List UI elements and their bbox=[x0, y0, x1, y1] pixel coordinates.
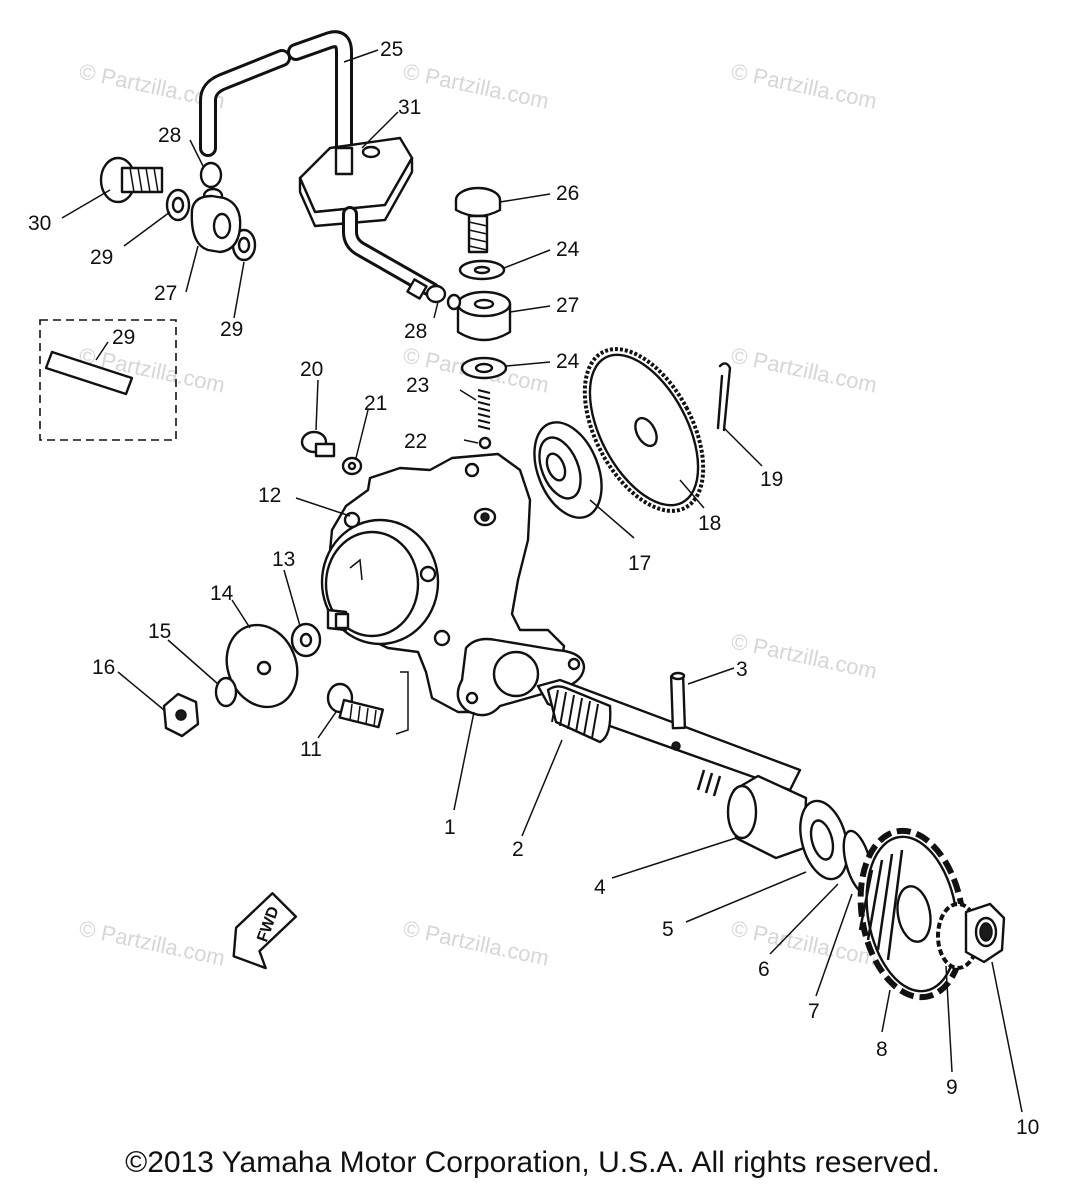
part-screw-20 bbox=[300, 430, 363, 476]
callout-20: 20 bbox=[300, 358, 323, 381]
part-spring bbox=[477, 389, 492, 450]
callout-labels: 25 31 28 30 29 27 29 29 26 24 27 24 28 2… bbox=[28, 38, 1039, 1139]
part-washers-left bbox=[165, 188, 257, 262]
callout-28: 28 bbox=[404, 320, 427, 343]
fwd-arrow: FWD bbox=[232, 892, 298, 970]
part-grommet bbox=[298, 136, 414, 228]
part-driven-gear bbox=[857, 827, 967, 1001]
part-gasket bbox=[456, 637, 586, 717]
watermark: © Partzilla.com bbox=[401, 58, 551, 113]
callout-1: 1 bbox=[444, 816, 456, 839]
callout-31: 31 bbox=[398, 96, 421, 119]
callout-18: 18 bbox=[698, 512, 721, 535]
part-banjo-right bbox=[456, 290, 512, 342]
watermark: © Partzilla.com bbox=[729, 915, 879, 970]
callout-23: 23 bbox=[406, 374, 429, 397]
callout-9: 9 bbox=[946, 1076, 958, 1099]
part-pump-gear bbox=[582, 347, 706, 513]
callout-8: 8 bbox=[876, 1038, 888, 1061]
watermark: © Partzilla.com bbox=[77, 915, 227, 970]
callout-6: 6 bbox=[758, 958, 770, 981]
copyright-notice: ©2013 Yamaha Motor Corporation, U.S.A. A… bbox=[125, 1146, 940, 1179]
callout-2: 2 bbox=[512, 838, 524, 861]
callout-22: 22 bbox=[404, 430, 427, 453]
callout-29: 29 bbox=[90, 246, 113, 269]
callout-25: 26 bbox=[556, 182, 579, 205]
callout-14: 14 bbox=[210, 582, 234, 605]
callout-19: 19 bbox=[760, 468, 783, 491]
part-banjo-bolt-left bbox=[99, 156, 164, 204]
part-lower-pipe bbox=[342, 206, 440, 300]
part-hose-clip-right bbox=[425, 284, 462, 311]
callout-4: 4 bbox=[594, 876, 606, 899]
part-worm-shaft bbox=[536, 678, 802, 797]
callout-28: 28 bbox=[158, 124, 181, 147]
callout-10: 10 bbox=[1016, 1116, 1039, 1139]
part-collar bbox=[726, 774, 808, 860]
part-screw-11 bbox=[326, 671, 409, 735]
callout-24: 24 bbox=[556, 238, 580, 261]
callout-13: 13 bbox=[272, 548, 295, 571]
part-oil-pipe bbox=[199, 30, 353, 159]
watermark: © Partzilla.com bbox=[729, 342, 879, 397]
callout-21: 21 bbox=[364, 392, 387, 415]
part-cotter-pin bbox=[716, 362, 732, 432]
callout-27: 27 bbox=[556, 294, 579, 317]
part-bearing bbox=[533, 421, 603, 519]
callout-26: 25 bbox=[380, 38, 403, 61]
watermark: © Partzilla.com bbox=[729, 628, 879, 683]
callout-7: 7 bbox=[808, 1000, 820, 1023]
part-bolt-top bbox=[454, 186, 502, 254]
part-cover bbox=[162, 622, 322, 738]
leader-lines bbox=[61, 49, 1023, 1113]
callout-24: 24 bbox=[556, 350, 580, 373]
part-pin bbox=[669, 671, 687, 730]
callout-3: 3 bbox=[736, 658, 748, 681]
watermark: © Partzilla.com bbox=[729, 58, 879, 113]
callout-12: 12 bbox=[258, 484, 281, 507]
callout-27: 27 bbox=[154, 282, 177, 305]
callout-5: 5 bbox=[662, 918, 674, 941]
callout-11: 11 bbox=[300, 738, 322, 761]
callout-30: 30 bbox=[28, 212, 51, 235]
callout-15: 15 bbox=[148, 620, 171, 643]
part-nut-assembly bbox=[936, 902, 1006, 970]
part-pin-inset bbox=[39, 319, 177, 441]
callout-29: 29 bbox=[220, 318, 243, 341]
callout-29: 29 bbox=[112, 326, 135, 349]
watermark: © Partzilla.com bbox=[401, 915, 551, 970]
part-washers-right bbox=[458, 259, 508, 380]
part-banjo-left bbox=[190, 194, 242, 254]
callout-17: 17 bbox=[628, 552, 651, 575]
callout-16: 16 bbox=[92, 656, 115, 679]
